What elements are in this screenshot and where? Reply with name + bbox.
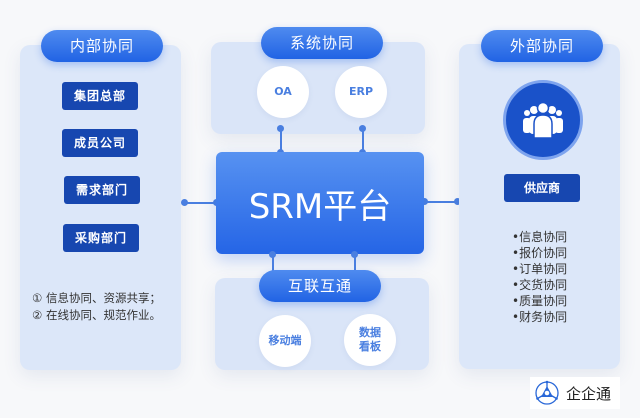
connector-dot <box>351 251 358 258</box>
srm-platform[interactable]: SRM平台 <box>216 152 424 254</box>
internal-collab-title: 内部协同 <box>41 30 163 62</box>
srm-platform-label: SRM平台 <box>248 186 392 227</box>
connector-internal <box>184 202 216 204</box>
list-item: •信息协同 <box>512 230 568 244</box>
connector-bottom-right <box>354 254 356 276</box>
list-item: •交货协同 <box>512 278 568 292</box>
dept-group-hq[interactable]: 集团总部 <box>62 82 138 110</box>
system-collab-title: 系统协同 <box>261 27 383 59</box>
external-collab-list: •信息协同 •报价协同 •订单协同 •交货协同 •质量协同 •财务协同 <box>512 229 567 325</box>
dept-procurement[interactable]: 采购部门 <box>63 224 139 252</box>
connector-bottom-left <box>272 254 274 276</box>
interconnect-mobile[interactable]: 移动端 <box>259 315 311 367</box>
dashboard-label-line2: 看板 <box>359 340 381 353</box>
list-item: •质量协同 <box>512 294 568 308</box>
supplier-button[interactable]: 供应商 <box>504 174 580 202</box>
note-line: ② 在线协同、规范作业。 <box>32 308 161 322</box>
qiqitong-logo-icon <box>535 380 559 405</box>
connector-erp <box>362 128 364 153</box>
supplier-avatar <box>503 80 583 160</box>
mobile-label: 移动端 <box>268 334 302 347</box>
dept-demand[interactable]: 需求部门 <box>64 176 140 204</box>
connector-dot <box>269 251 276 258</box>
interconnect-title: 互联互通 <box>259 270 381 302</box>
connector-dot <box>277 125 284 132</box>
system-erp[interactable]: ERP <box>335 66 387 118</box>
dashboard-label-line1: 数据 <box>359 326 381 339</box>
connector-oa <box>280 128 282 153</box>
users-group-icon <box>523 102 563 138</box>
interconnect-dashboard[interactable]: 数据 看板 <box>344 314 396 366</box>
external-collab-title: 外部协同 <box>481 30 603 62</box>
internal-notes: ① 信息协同、资源共享； ② 在线协同、规范作业。 <box>32 290 161 324</box>
note-line: ① 信息协同、资源共享； <box>32 291 161 305</box>
brand-name: 企企通 <box>566 384 612 403</box>
list-item: •财务协同 <box>512 310 568 324</box>
system-oa[interactable]: OA <box>257 66 309 118</box>
connector-dot <box>454 198 461 205</box>
connector-external <box>424 201 457 203</box>
dept-member-company[interactable]: 成员公司 <box>62 129 138 157</box>
list-item: •订单协同 <box>512 262 568 276</box>
connector-dot <box>181 199 188 206</box>
connector-dot <box>359 125 366 132</box>
brand-logo: 企企通 <box>530 377 620 409</box>
connector-dot <box>421 198 428 205</box>
list-item: •报价协同 <box>512 246 568 260</box>
